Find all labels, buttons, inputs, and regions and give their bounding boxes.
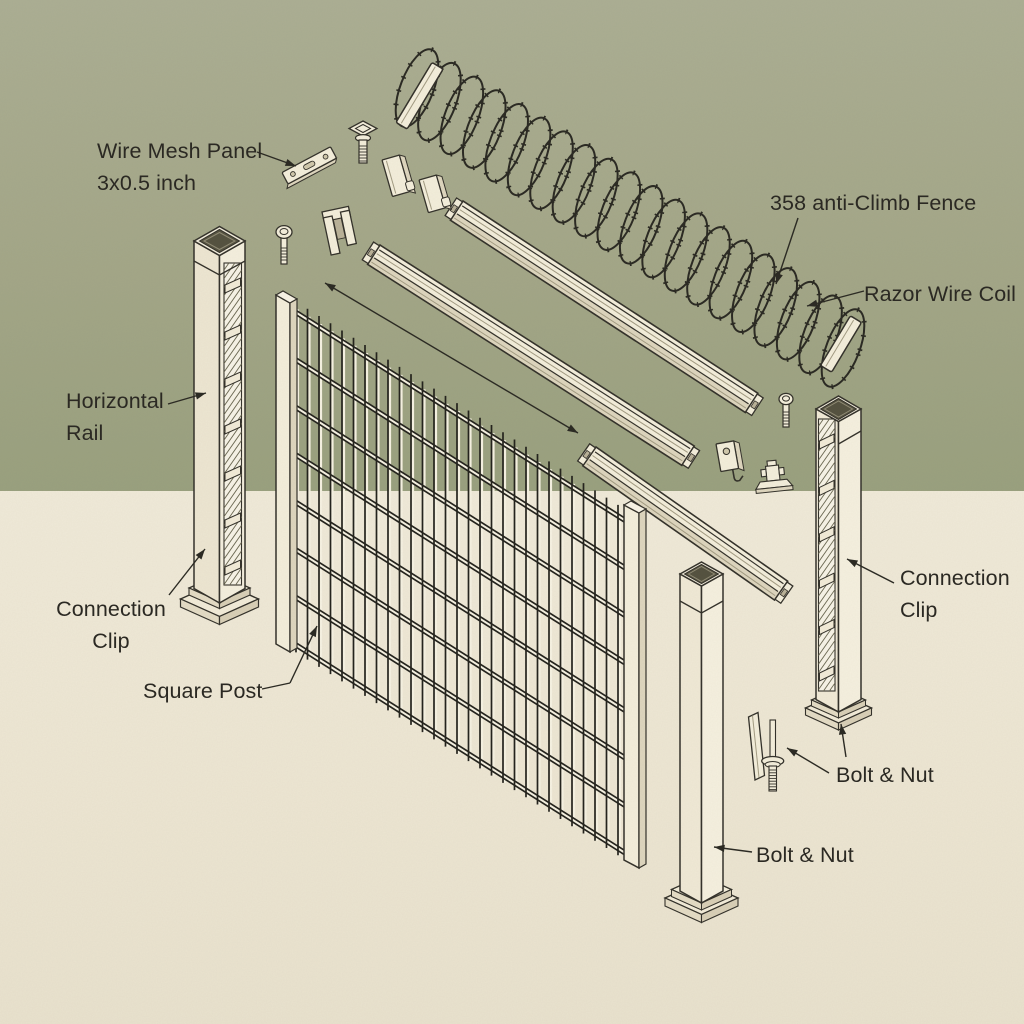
horizontal-rail-label: Horizontal Rail bbox=[66, 385, 164, 449]
bolt-nut-bottom-label: Bolt & Nut bbox=[756, 843, 854, 867]
wire-mesh-panel-label: Wire Mesh Panel 3x0.5 inch bbox=[97, 135, 262, 199]
razor-wire-coil-label: Razor Wire Coil bbox=[864, 282, 1017, 306]
connection-clip-left-label: Connection Clip bbox=[50, 593, 172, 657]
label-line: Connection bbox=[900, 566, 1010, 590]
label-line: Horizontal bbox=[66, 389, 164, 413]
label-line: Clip bbox=[900, 598, 938, 622]
wire-mesh-panel-icon bbox=[274, 290, 648, 870]
square-post-right-icon bbox=[803, 395, 874, 731]
label-line: 3x0.5 inch bbox=[97, 171, 197, 195]
small-hardware-top bbox=[275, 120, 453, 265]
anti-climb-fence-label: 358 anti-Climb Fence bbox=[770, 191, 977, 215]
connection-clip-right-label: Connection Clip bbox=[900, 562, 1010, 626]
bolt-nut-right-label: Bolt & Nut bbox=[836, 763, 934, 787]
small-hardware-bottom bbox=[747, 711, 785, 792]
square-post-label: Square Post bbox=[143, 679, 263, 703]
label-line: Clip bbox=[92, 629, 130, 653]
label-line: Rail bbox=[66, 421, 104, 445]
label-line: Connection bbox=[56, 597, 166, 621]
horizontal-rail-top-icon bbox=[444, 197, 765, 417]
square-post-middle-icon bbox=[663, 561, 740, 924]
label-line: Wire Mesh Panel bbox=[97, 139, 263, 163]
